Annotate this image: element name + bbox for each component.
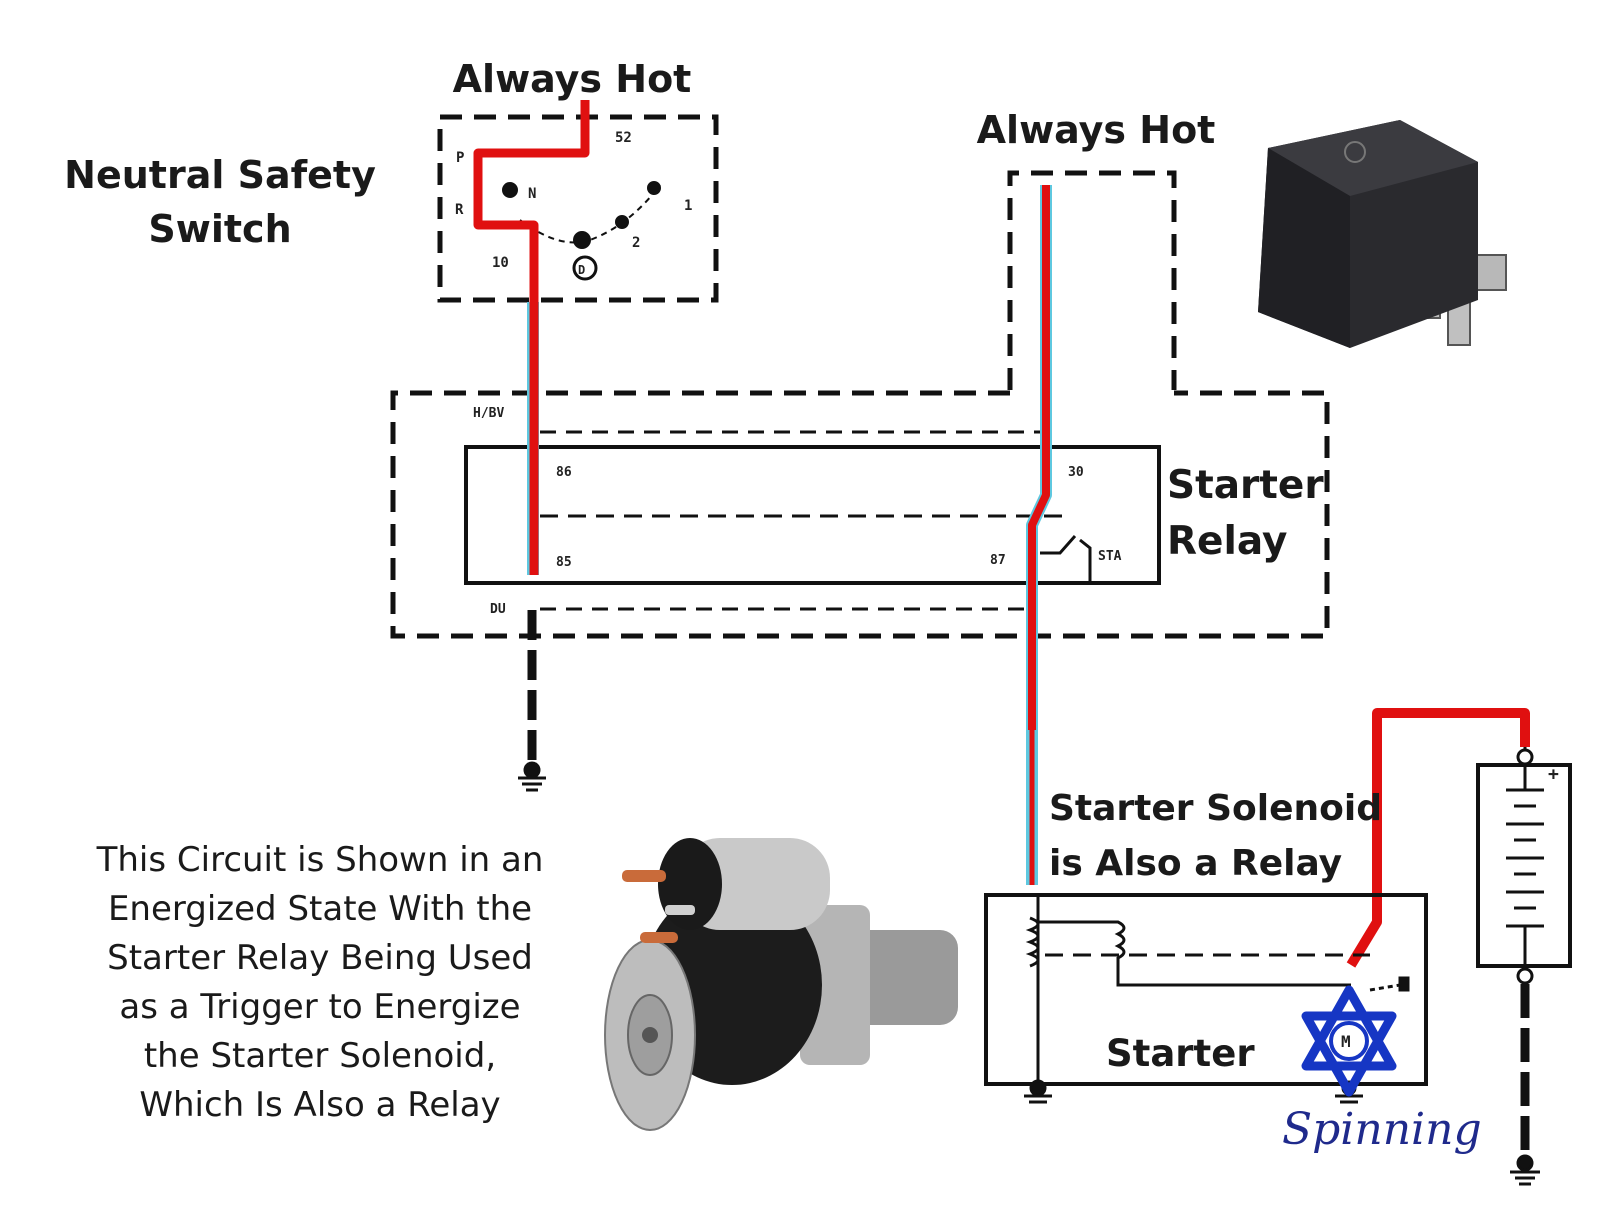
neutral-safety-switch-box [437,114,719,303]
switch-mark-2: 2 [632,235,640,251]
always-hot-left-label: Always Hot [453,57,692,101]
relay-mark-85: 85 [556,555,572,570]
switch-mark-10: 10 [492,255,509,271]
switch-mark-1: 1 [684,198,692,214]
starter-relay-outer-box [390,390,1330,639]
solenoid-coil [1025,895,1410,1084]
battery-cells [1506,747,1544,985]
battery-plus-mark: + [1548,764,1559,785]
circuit-description: This Circuit is Shown in an Energized St… [96,840,544,1125]
starter-box [984,893,1428,1086]
starter-relay-coil-box [464,445,1161,585]
spinning-label: Spinning [1282,1104,1482,1155]
starter-relay-label-line: Relay [1167,519,1287,564]
energized-wire-halo [527,185,1052,885]
relay-mark-hbv: H/BV [473,406,504,421]
starter-solenoid-label-line: is Also a Relay [1049,843,1342,884]
starter-motor-photo-icon [604,838,958,1131]
relay-contact-switch [1040,535,1092,583]
starter-ground-symbol [1024,1079,1052,1104]
motor-symbol-label: M [1341,1032,1351,1051]
energized-wire-red [473,100,1530,968]
starter-solenoid-label-line: Starter Solenoid [1049,788,1382,829]
switch-mark-n: N [528,186,536,202]
switch-contacts [502,181,661,281]
switch-mark-d: D [578,263,585,277]
switch-mark-p: P [456,150,464,166]
relay-photo-icon [1258,120,1507,348]
relay-mark-sta: STA [1098,549,1122,564]
relay-mark-86: 86 [556,465,572,480]
always-hot-feed-box [1007,170,1177,390]
relay-mark-87: 87 [990,553,1006,568]
motor-star-icon [1301,985,1397,1097]
battery-ground-symbol [1510,1154,1540,1186]
switch-mark-r: R [455,202,464,218]
always-hot-right-label: Always Hot [977,108,1216,152]
starter-solenoid-label: Starter Solenoid is Also a Relay [1049,788,1382,884]
neutral-safety-switch-label-line: Neutral Safety [64,153,376,197]
neutral-safety-switch-label-line: Switch [148,207,291,251]
starter-label: Starter [1106,1032,1255,1075]
starter-relay-label-line: Starter [1167,463,1324,508]
relay-mark-30: 30 [1068,465,1084,480]
ground-symbol-icon [518,761,546,792]
relay-mark-du: DU [490,602,506,617]
switch-mark-52: 52 [615,130,632,146]
